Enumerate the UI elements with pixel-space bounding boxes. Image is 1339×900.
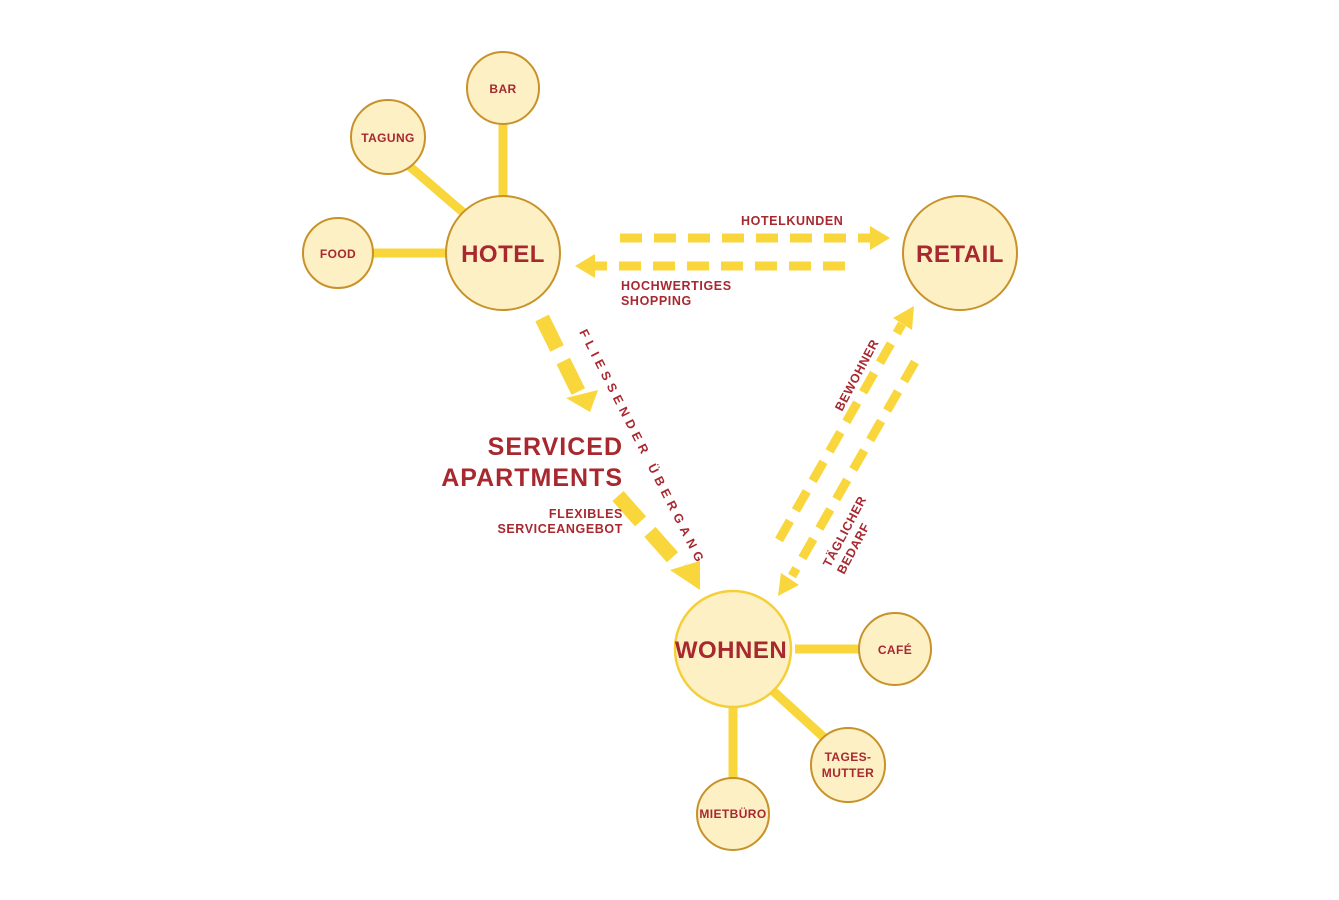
link-wohnen-tagesmutter [768, 686, 834, 747]
label-serviced-line2: APARTMENTS [441, 464, 623, 492]
label-hochwertiges-line1: HOCHWERTIGES [621, 279, 732, 293]
arrow-hotel-serviced-shaft [535, 314, 587, 399]
label-flexibles-line2: SERVICEANGEBOT [497, 522, 623, 536]
node-hotel [445, 195, 561, 311]
label-wohnen: WOHNEN [675, 637, 787, 664]
arrow-bewohner-head [893, 306, 914, 330]
label-tagesmutter-line1: TAGES- [825, 750, 872, 764]
label-bar: BAR [489, 82, 516, 96]
arrow-hotelkunden-head [870, 226, 890, 250]
node-food [302, 217, 374, 289]
arrow-shopping-head [575, 254, 595, 278]
node-retail [902, 195, 1018, 311]
node-tagung [350, 99, 426, 175]
arrow-hotel-serviced-head [566, 390, 598, 412]
arrow-serviced-wohnen-shaft [612, 491, 688, 573]
node-wohnen [673, 589, 793, 709]
label-mietbuero: MIETBÜRO [699, 806, 766, 821]
node-bar [466, 51, 540, 125]
label-serviced-line1: SERVICED [488, 433, 623, 461]
label-food: FOOD [320, 247, 356, 261]
label-cafe: CAFÉ [878, 642, 912, 657]
arrow-bedarf-head [778, 573, 799, 596]
node-tagesmutter [810, 727, 886, 803]
label-hotel: HOTEL [461, 241, 545, 268]
label-hotelkunden: HOTELKUNDEN [741, 214, 843, 228]
label-tagung: TAGUNG [361, 131, 415, 145]
link-hotel-tagung [405, 161, 468, 218]
label-hochwertiges-line2: SHOPPING [621, 294, 692, 308]
arrow-bedarf-shaft [788, 359, 919, 579]
label-tagesmutter-line2: MUTTER [822, 766, 874, 780]
label-flexibles-line1: FLEXIBLES [549, 507, 623, 521]
arrow-bewohner-shaft [775, 321, 906, 543]
arrow-serviced-wohnen-head [670, 561, 700, 590]
node-cafe [858, 612, 932, 686]
label-retail: RETAIL [916, 241, 1004, 268]
node-mietbuero [696, 777, 770, 851]
